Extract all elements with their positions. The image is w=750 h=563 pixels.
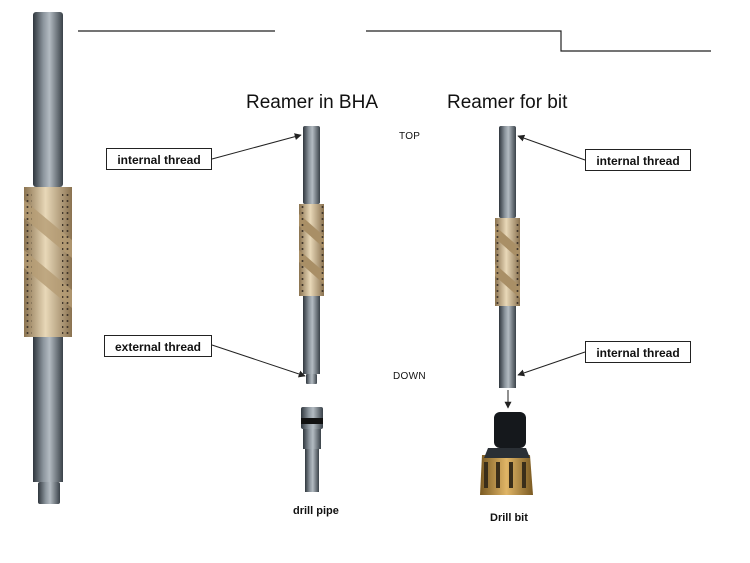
label-bha-internal-thread: internal thread (106, 148, 212, 170)
heading-reamer-in-bha: Reamer in BHA (246, 92, 378, 113)
pointer-arrows (211, 133, 586, 409)
drill-bit (480, 412, 533, 495)
label-bit-internal-thread-top: internal thread (585, 149, 691, 171)
label-bha-external-thread: external thread (104, 335, 212, 357)
drill-pipe (301, 407, 323, 492)
marker-top: TOP (399, 131, 421, 142)
marker-down: DOWN (393, 371, 426, 382)
caption-drill-bit: Drill bit (490, 512, 528, 524)
label-bit-internal-thread-bottom: internal thread (585, 341, 691, 363)
header-rules (78, 30, 711, 52)
caption-drill-pipe: drill pipe (293, 505, 339, 517)
bit-reamer (495, 126, 520, 388)
heading-reamer-for-bit: Reamer for bit (447, 92, 568, 113)
large-reamer (24, 12, 72, 504)
bha-reamer (299, 126, 324, 384)
